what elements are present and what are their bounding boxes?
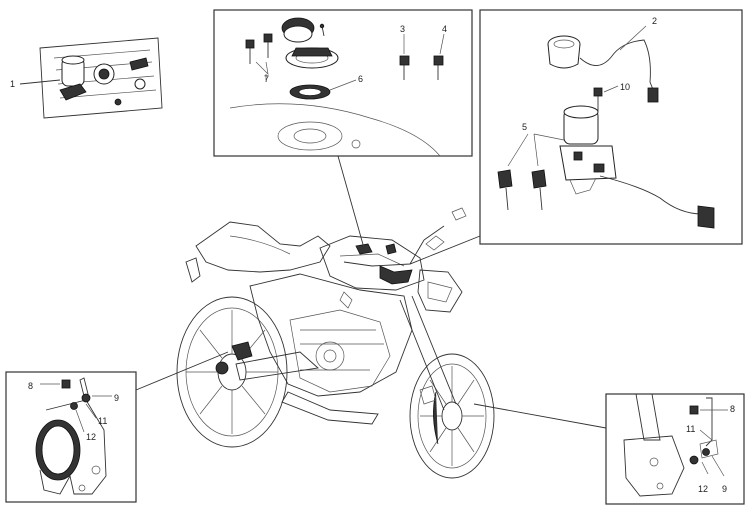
ignition-wiring xyxy=(379,265,413,285)
callout-2: 2 xyxy=(652,16,657,26)
callout-8-front: 8 xyxy=(730,404,735,414)
front-sensor-panel xyxy=(605,393,745,505)
exhaust xyxy=(281,391,379,425)
callout-7: 7 xyxy=(264,74,269,84)
callout-5: 5 xyxy=(522,122,527,132)
screws-7 xyxy=(245,33,273,64)
callout-12-rear: 12 xyxy=(86,432,96,442)
callout-10: 10 xyxy=(620,82,630,92)
callout-3: 3 xyxy=(400,24,405,34)
callout-11-rear: 11 xyxy=(98,416,107,426)
rear-wheel xyxy=(176,296,288,448)
motorcycle-illustration xyxy=(176,207,495,479)
engine xyxy=(289,291,391,393)
mirror xyxy=(425,207,467,251)
callout-8-rear: 8 xyxy=(28,381,33,391)
rear-sensor-panel xyxy=(5,371,137,503)
handlebar xyxy=(343,225,445,267)
front-sensor xyxy=(419,385,437,405)
callout-6: 6 xyxy=(358,74,363,84)
fuel-tank xyxy=(319,235,425,291)
fuel-cap xyxy=(281,17,339,69)
callout-4: 4 xyxy=(442,24,447,34)
front-fork xyxy=(399,295,457,411)
tail-section xyxy=(195,221,331,273)
front-wheel xyxy=(409,353,495,479)
frame xyxy=(249,273,413,397)
ignition-switch-panel xyxy=(39,37,163,119)
callout-12-front: 12 xyxy=(698,484,708,494)
callout-1: 1 xyxy=(10,79,15,89)
fuel-cap-panel xyxy=(213,9,473,157)
ignition-lock-panel xyxy=(479,9,743,245)
callout-9-front: 9 xyxy=(722,484,727,494)
swingarm xyxy=(235,351,320,381)
callout-11-front: 11 xyxy=(686,424,695,434)
callout-9-rear: 9 xyxy=(114,393,119,403)
steering-lock xyxy=(559,105,617,195)
rear-sensor xyxy=(231,341,253,361)
headlight xyxy=(417,269,463,313)
